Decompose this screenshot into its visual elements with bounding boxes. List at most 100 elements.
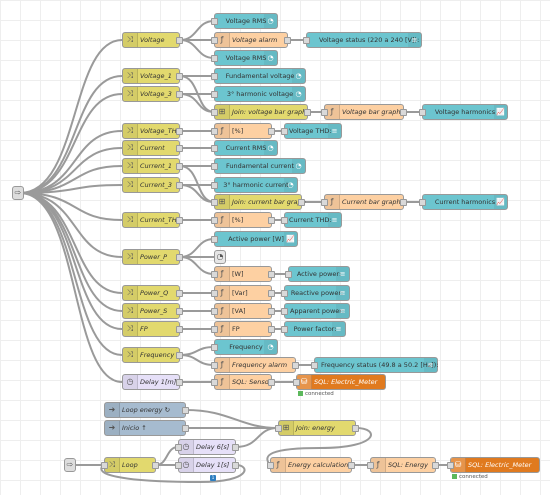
link-in-node[interactable]: ⇨ — [12, 186, 24, 200]
chart-voltage-harmonics[interactable]: Voltage harmonics📈 — [419, 104, 508, 120]
gauge-icon: ◔ — [264, 14, 277, 28]
switch-voltage-3[interactable]: ⤨Voltage_3 — [122, 86, 183, 102]
function-pct-voltage[interactable]: ƒ[%] — [211, 123, 275, 139]
text-apparent-power[interactable]: Apparent power:≡ — [281, 303, 350, 319]
shuffle-arrows-icon: ⤨ — [123, 33, 138, 47]
arrow-inject-icon: ➜ — [105, 421, 120, 435]
switch-current-3[interactable]: ⤨Current_3 — [122, 177, 183, 193]
join-icon: ⊞ — [215, 195, 230, 209]
link-in-energy[interactable]: ⇨ — [64, 458, 76, 472]
chart-active-power[interactable]: Active power [W]📈 — [211, 231, 298, 247]
gauge-voltage-rms-2[interactable]: Voltage RMS◔ — [211, 50, 278, 66]
text-power-factor[interactable]: Power factor:≡ — [281, 321, 346, 337]
switch-frequency[interactable]: ⤨Frequency — [122, 347, 183, 363]
function-f-icon: ƒ — [325, 105, 340, 119]
switch-voltage-1[interactable]: ⤨Voltage_1 — [122, 68, 183, 84]
status-dot — [298, 391, 303, 396]
function-f-icon: ƒ — [215, 124, 230, 138]
switch-power-s[interactable]: ⤨Power_S — [122, 303, 183, 319]
database-icon: ⛁ — [451, 458, 466, 472]
switch-voltage-thd[interactable]: ⤨Voltage_THD — [122, 123, 183, 139]
gauge-icon: ◔ — [264, 340, 277, 354]
wire — [185, 409, 279, 429]
wire — [179, 354, 215, 366]
delay-1s[interactable]: ◷Delay 1[s] — [175, 457, 239, 473]
join-current-bar-graph[interactable]: ⊞Join: current bar graph — [211, 194, 306, 210]
text-output-icon: ≡ — [336, 267, 349, 281]
switch-current-thd[interactable]: ⤨Current_THD — [122, 212, 183, 228]
link-icon: ⇨ — [66, 460, 74, 469]
gauge-current-rms[interactable]: Current RMS◔ — [211, 140, 278, 156]
function-w[interactable]: ƒ[W] — [211, 266, 275, 282]
wire — [179, 238, 215, 258]
switch-current-1[interactable]: ⤨Current_1 — [122, 158, 183, 174]
text-current-thd[interactable]: Current THD:≡ — [281, 212, 342, 228]
inject-loop-energy[interactable]: ➜Loop energy ↻ — [104, 402, 189, 418]
inject-inicio[interactable]: ➜Inicio ↑ — [104, 420, 189, 436]
sql-electric-meter-2[interactable]: ⛁SQL: Electric_Meter — [447, 457, 540, 473]
clock-icon: ◷ — [123, 375, 138, 389]
chart-icon: 📈 — [494, 105, 507, 119]
gauge-node-small[interactable]: ◔ — [214, 250, 226, 264]
function-f-icon: ƒ — [215, 304, 230, 318]
switch-power-q[interactable]: ⤨Power_Q — [122, 285, 183, 301]
join-voltage-bar-graph[interactable]: ⊞Join: voltage bar graph — [211, 104, 311, 120]
clock-icon: ◷ — [179, 458, 194, 472]
clock-icon: ◷ — [179, 440, 194, 454]
wire — [19, 75, 123, 194]
gauge-voltage-rms-1[interactable]: Voltage RMS◔ — [211, 13, 278, 29]
chart-current-harmonics[interactable]: Current harmonics📈 — [419, 194, 508, 210]
gauge-fundamental-current[interactable]: Fundamental current◔ — [211, 158, 306, 174]
wire — [19, 93, 123, 194]
shuffle-arrows-icon: ⤨ — [123, 87, 138, 101]
function-va[interactable]: ƒ[VA] — [211, 303, 275, 319]
gauge-frequency[interactable]: Frequency◔ — [211, 339, 278, 355]
text-reactive-power[interactable]: Reactive power:≡ — [281, 285, 350, 301]
gauge-third-harmonic-current[interactable]: 3° harmonic current◔ — [211, 177, 298, 193]
shuffle-arrows-icon: ⤨ — [123, 322, 138, 336]
switch-voltage[interactable]: ⤨Voltage — [122, 32, 183, 48]
wire — [19, 192, 123, 383]
status-dot — [452, 474, 457, 479]
function-pct-current[interactable]: ƒ[%] — [211, 212, 275, 228]
text-output-icon: ≡ — [336, 286, 349, 300]
switch-current[interactable]: ⤨Current — [122, 140, 183, 156]
gauge-icon: ◔ — [292, 69, 305, 83]
gauge-third-harmonic-voltage[interactable]: 3° harmonic voltage◔ — [211, 86, 306, 102]
switch-power-p[interactable]: ⤨Power_P — [122, 249, 183, 265]
join-energy[interactable]: ⊞Join: energy — [275, 420, 359, 436]
wire — [266, 427, 372, 466]
text-voltage-thd[interactable]: Voltage THD:≡ — [281, 123, 342, 139]
switch-fp[interactable]: ⤨FP — [122, 321, 183, 337]
gauge-icon: ◔ — [264, 141, 277, 155]
switch-loop[interactable]: ⤨Loop — [101, 457, 159, 473]
gauge-icon: ◔ — [292, 159, 305, 173]
function-var[interactable]: ƒ[Var] — [211, 285, 275, 301]
delay-6s[interactable]: ◷Delay 6[s] — [175, 439, 239, 455]
text-active-power[interactable]: Active power:≡ — [285, 266, 350, 282]
delay-1m[interactable]: ◷Delay 1[m] — [122, 374, 183, 390]
wire — [19, 192, 123, 221]
chart-icon: 📈 — [494, 195, 507, 209]
function-f-icon: ƒ — [325, 195, 340, 209]
text-frequency-status[interactable]: Frequency status (49.8 a 50.2 [Hz]):≡ — [311, 357, 438, 373]
function-f-icon: ƒ — [215, 358, 230, 372]
sql-electric-meter-1[interactable]: ⛁SQL: Electric_Meter — [293, 374, 386, 390]
gauge-fundamental-voltage[interactable]: Fundamental voltage◔ — [211, 68, 306, 84]
gauge-icon: ◔ — [264, 51, 277, 65]
join-icon: ⊞ — [279, 421, 294, 435]
database-icon: ⛁ — [297, 375, 312, 389]
text-voltage-status[interactable]: Voltage status (220 a 240 [V]):≡ — [303, 32, 422, 48]
wire — [179, 93, 215, 113]
link-icon: ⇨ — [14, 188, 22, 197]
text-output-icon: ≡ — [328, 124, 341, 138]
shuffle-arrows-icon: ⤨ — [105, 458, 120, 472]
